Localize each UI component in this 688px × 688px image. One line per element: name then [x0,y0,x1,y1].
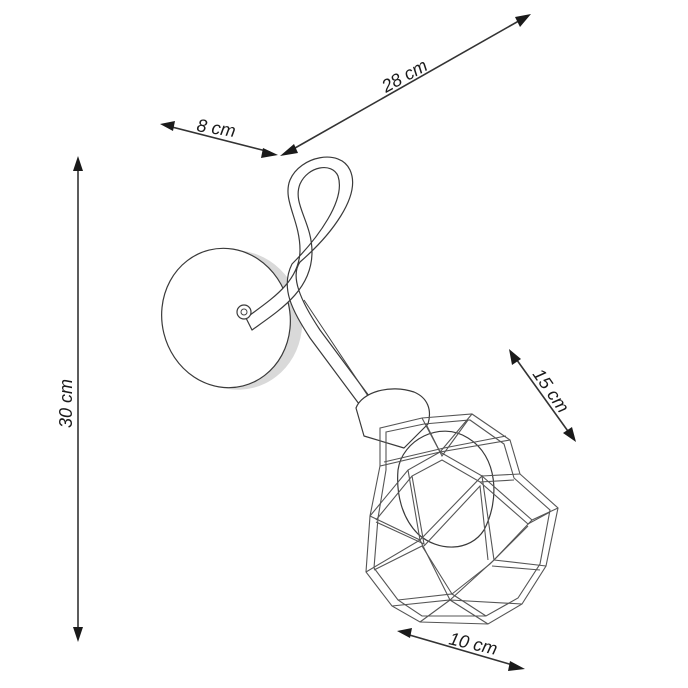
dimension-label-30cm: 30 cm [56,379,76,428]
dimension-30cm: 30 cm [56,156,83,642]
dimension-8cm: 8 cm [160,115,278,158]
screw-icon [236,304,252,320]
dimension-15cm: 15 cm [509,349,576,442]
dimension-10cm: 10 cm [397,628,525,671]
dimension-label-28cm: 28 cm [377,55,430,97]
wire-cage-icon [365,413,559,625]
bulb-icon [397,430,495,548]
dimension-28cm: 28 cm [280,14,531,156]
wall-base-icon [161,247,303,390]
dimension-label-8cm: 8 cm [195,115,237,141]
